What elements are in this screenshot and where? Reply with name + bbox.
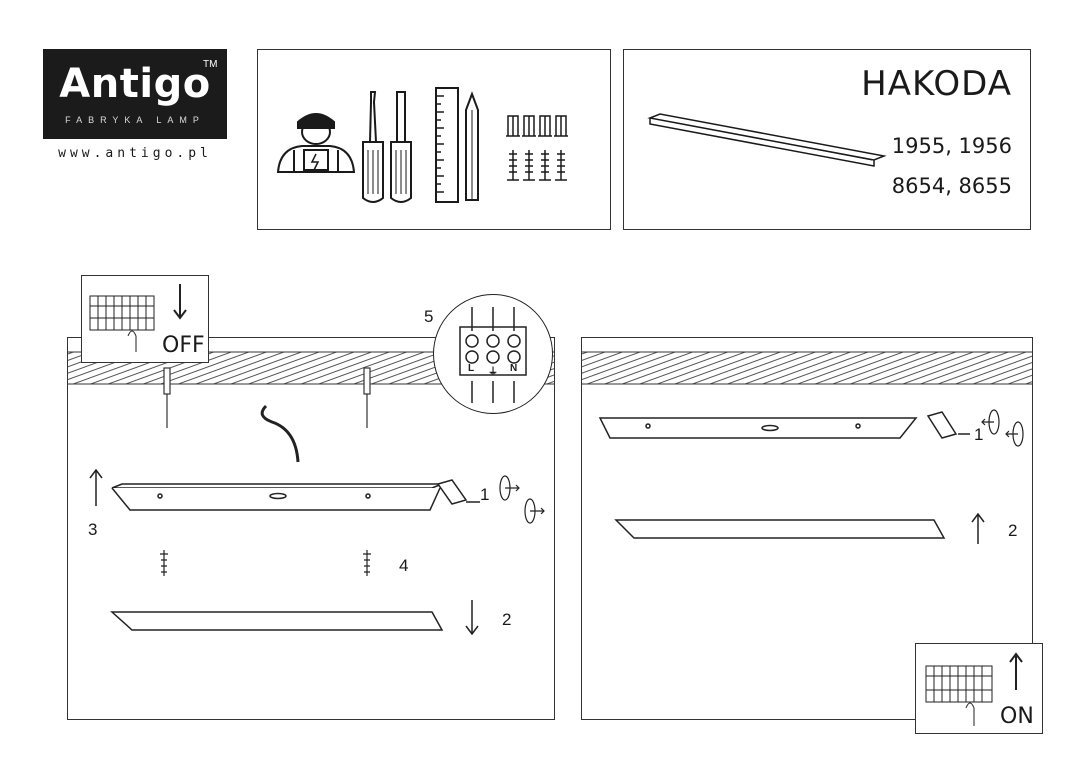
terminal-label-earth: ⏚ (488, 367, 498, 378)
brand-url[interactable]: www.antigo.pl (58, 146, 212, 161)
wiring-terminal-inset: L ⏚ N (433, 294, 553, 414)
breaker-off-image (89, 284, 187, 352)
rotate-arrow-icons (981, 409, 1024, 447)
terminal-label-n: N (510, 363, 518, 374)
flat-screwdriver-icon (362, 91, 384, 203)
up-arrow-icon (971, 512, 985, 544)
diffuser-panel (614, 519, 946, 539)
install-panel-right: 1 2 (581, 337, 1033, 720)
rotate-arrow-icons (499, 475, 545, 524)
pencil-icon (465, 91, 479, 201)
product-codes-line1: 1955, 1956 (891, 134, 1012, 158)
phillips-screwdriver-icon (390, 91, 412, 203)
switch-on-inset: ON (915, 643, 1043, 734)
product-title: HAKODA (861, 64, 1012, 104)
product-panel: HAKODA 1955, 1956 8654, 8655 (623, 49, 1031, 230)
step-number-1: 1 (480, 485, 490, 504)
electrician-icon (276, 113, 356, 173)
end-cap (926, 411, 970, 439)
ceiling-plug-right (363, 367, 371, 428)
step-number-4: 4 (399, 556, 409, 575)
brand-tagline: FABRYKA LAMP (65, 115, 205, 125)
product-codes-line2: 8654, 8655 (891, 174, 1012, 198)
power-cable (260, 404, 300, 463)
brand-trademark: TM (203, 59, 218, 70)
diffuser-panel (110, 611, 444, 631)
terminal-label-l: L (468, 363, 475, 374)
step-number-3: 3 (88, 520, 98, 539)
tools-panel (257, 49, 611, 230)
wall-plug-icon (506, 115, 568, 137)
terminal-block-image (459, 307, 527, 403)
product-lamp-image (647, 113, 887, 167)
switch-on-label: ON (1000, 704, 1034, 729)
step-number-2: 2 (1008, 521, 1018, 540)
brand-logo: Antigo TM FABRYKA LAMP (43, 49, 227, 139)
switch-off-label: OFF (162, 333, 205, 358)
step-number-2: 2 (502, 610, 512, 629)
ceiling-hatch (582, 351, 1032, 385)
down-arrow-icon (465, 600, 479, 636)
brand-name: Antigo (59, 61, 211, 107)
up-arrow-icon (89, 468, 103, 506)
end-cap (436, 479, 480, 505)
screw-icon (507, 150, 567, 181)
breaker-on-image (925, 652, 1023, 726)
step-number-1: 1 (974, 425, 984, 444)
up-arrow-icon (1009, 652, 1023, 690)
install-illustration-right (582, 351, 1032, 544)
tools-illustration (276, 87, 568, 203)
switch-off-inset: OFF (81, 275, 209, 363)
ceiling-plug-left (163, 367, 171, 428)
step-number-5: 5 (424, 307, 434, 326)
lamp-base (598, 417, 918, 439)
ruler-icon (435, 87, 459, 203)
down-arrow-icon (173, 284, 187, 320)
lamp-base (111, 483, 443, 511)
screw-icon-right (363, 550, 371, 576)
screw-icon-left (160, 550, 168, 576)
